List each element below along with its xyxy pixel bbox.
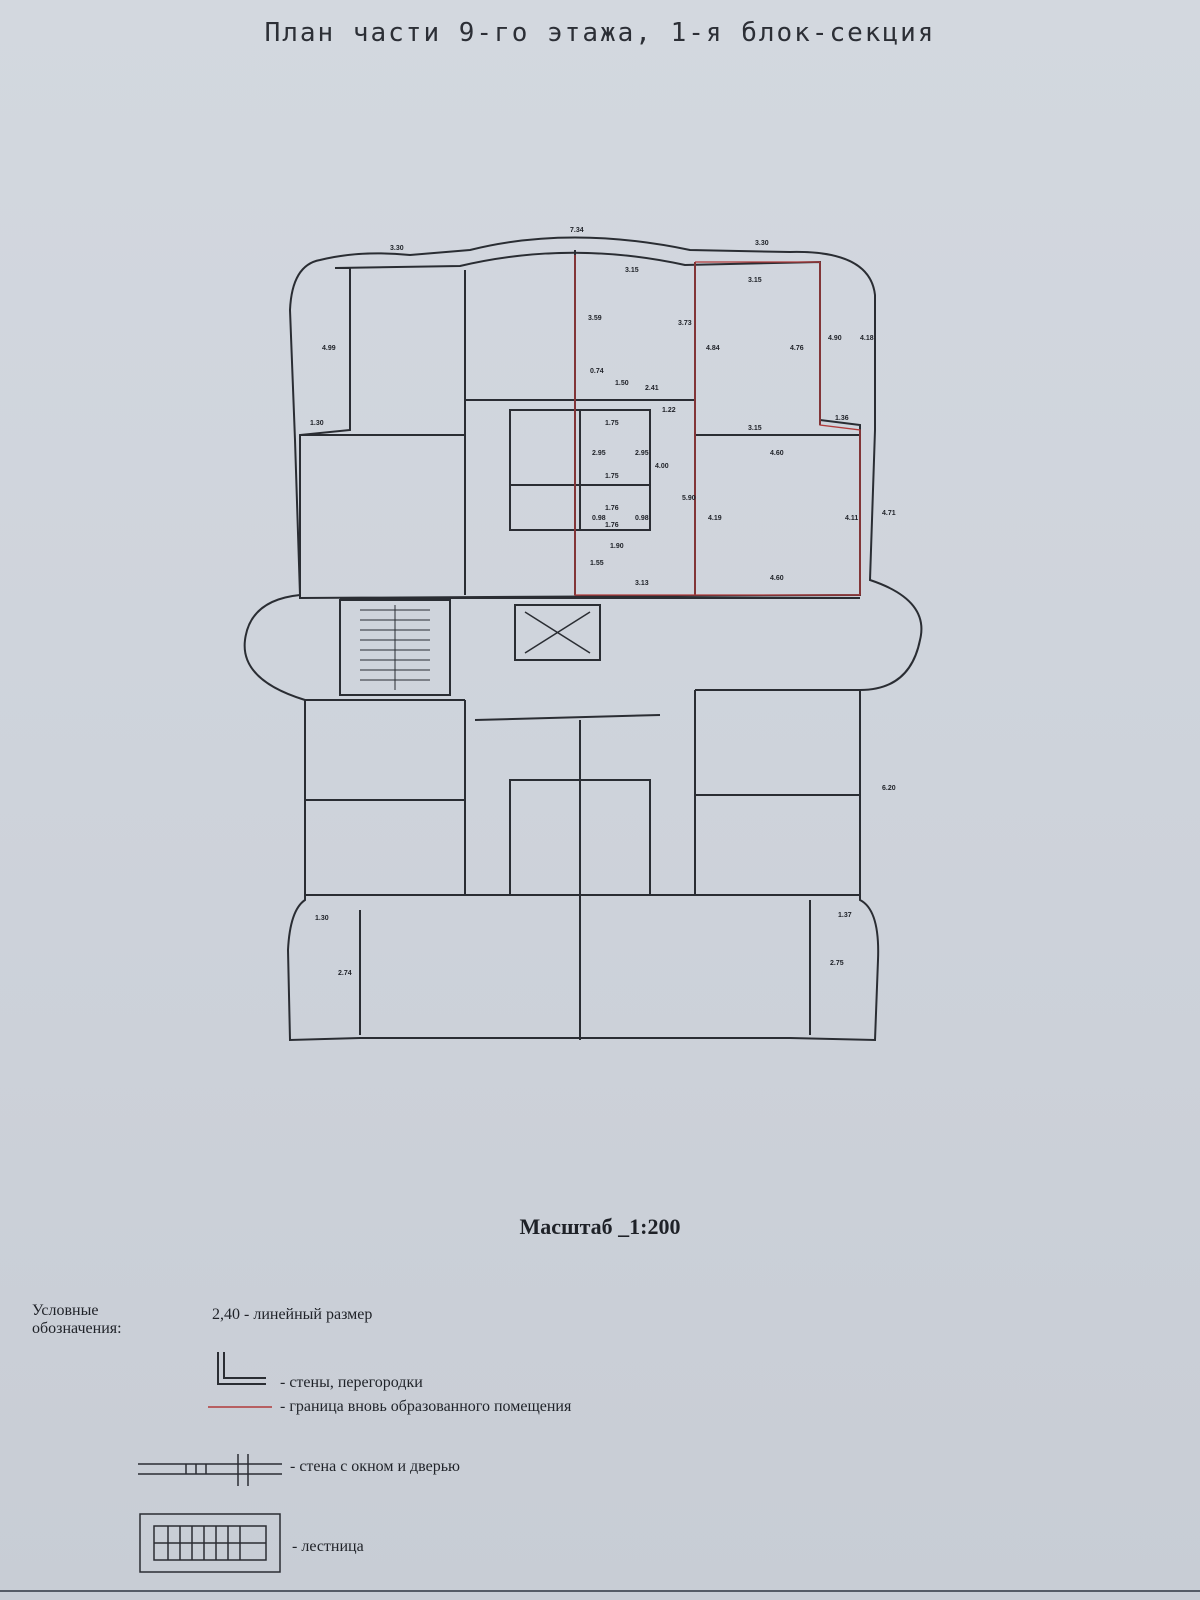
- legend-linear-size: 2,40 - линейный размер: [212, 1306, 373, 1323]
- dim-label: 1.90: [610, 543, 624, 550]
- dim-label: 0.98: [635, 515, 649, 522]
- dim-label: 4.18: [860, 335, 874, 342]
- new-boundary-1: [574, 255, 695, 596]
- dim-label: 2.95: [592, 450, 606, 457]
- dim-label: 3.13: [635, 580, 649, 587]
- dim-label: 1.22: [662, 407, 676, 414]
- legend-window-door: - стена с окном и дверью: [290, 1458, 460, 1475]
- dim-label: 3.15: [748, 277, 762, 284]
- dim-label: 1.75: [605, 473, 619, 480]
- dim-label: 7.34: [570, 227, 584, 234]
- dim-label: 4.90: [828, 335, 842, 342]
- dim-label: 4.84: [706, 345, 720, 352]
- stair-symbol: [139, 1513, 281, 1573]
- dim-label: 1.76: [605, 522, 619, 529]
- dim-label: 4.99: [322, 345, 336, 352]
- boundary-symbol: [208, 1406, 272, 1408]
- dim-label: 4.60: [770, 575, 784, 582]
- page-title: План части 9-го этажа, 1-я блок-секция: [264, 18, 936, 48]
- dim-label: 3.30: [390, 245, 404, 252]
- dim-label: 4.71: [882, 510, 896, 517]
- dim-label: 2.74: [338, 970, 352, 977]
- dim-label: 1.30: [310, 420, 324, 427]
- floor-plan: 3.30 7.34 3.30 3.15 3.15 3.59 3.73 4.84 …: [243, 227, 923, 1042]
- outer-wall: [243, 236, 923, 1042]
- dim-label: 1.37: [838, 912, 852, 919]
- dim-label: 1.75: [605, 420, 619, 427]
- new-boundary-2: [694, 261, 861, 596]
- legend-walls: - стены, перегородки: [280, 1374, 423, 1391]
- dim-label: 4.00: [655, 463, 669, 470]
- elevator-shaft: [514, 604, 601, 661]
- dim-label: 1.55: [590, 560, 604, 567]
- dim-label: 4.76: [790, 345, 804, 352]
- wall-11: [474, 714, 661, 721]
- sheet-border-line: [0, 1590, 1200, 1592]
- window-door-symbol: [138, 1454, 282, 1486]
- wall-symbol: [217, 1352, 266, 1385]
- dim-label: 1.36: [835, 415, 849, 422]
- dim-label: 5.90: [682, 495, 696, 502]
- dim-label: 3.15: [625, 267, 639, 274]
- dim-label: 4.19: [708, 515, 722, 522]
- dim-label: 3.30: [755, 240, 769, 247]
- elevator-x2: [524, 611, 591, 654]
- dim-label: 1.50: [615, 380, 629, 387]
- dim-label: 3.59: [588, 315, 602, 322]
- inner-wall: [299, 251, 861, 600]
- dim-label: 3.73: [678, 320, 692, 327]
- dim-label: 1.76: [605, 505, 619, 512]
- stair-well: [339, 599, 451, 696]
- legend-stairs: - лестница: [292, 1538, 364, 1555]
- dim-label: 2.95: [635, 450, 649, 457]
- dim-label: 6.20: [882, 785, 896, 792]
- stair-steps: [360, 605, 430, 690]
- legend-heading: Условные обозначения:: [32, 1302, 122, 1337]
- dim-label: 3.15: [748, 425, 762, 432]
- dim-label: 2.41: [645, 385, 659, 392]
- scale-label: Масштаб _1:200: [519, 1214, 681, 1239]
- dim-label: 0.74: [590, 368, 604, 375]
- dim-label: 4.60: [770, 450, 784, 457]
- dim-label: 2.75: [830, 960, 844, 967]
- legend-new-boundary: - граница вновь образованного помещения: [280, 1398, 572, 1415]
- dim-label: 0.98: [592, 515, 606, 522]
- dim-label: 4.11: [845, 515, 858, 522]
- dim-label: 1.30: [315, 915, 329, 922]
